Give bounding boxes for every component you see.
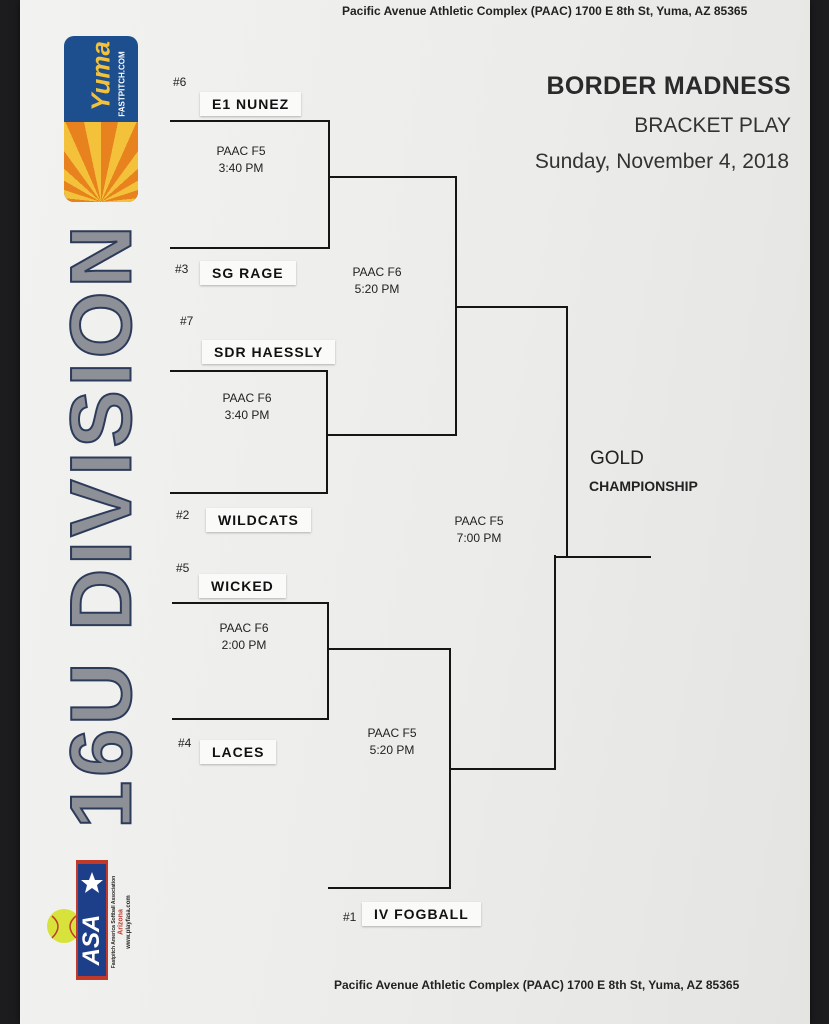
bracket-line — [170, 120, 330, 122]
bracket-line — [327, 602, 329, 720]
bracket-line — [170, 247, 330, 249]
venue-footer: Pacific Avenue Athletic Complex (PAAC) 1… — [334, 978, 740, 992]
bracket-subtitle: BRACKET PLAY — [634, 114, 791, 137]
bracket-line — [329, 648, 451, 650]
asa-letters: ASA — [78, 914, 105, 966]
bracket-line — [554, 555, 556, 770]
bracket-line — [170, 492, 328, 494]
tournament-title: BORDER MADNESS — [546, 72, 791, 100]
bracket-line — [330, 176, 457, 178]
seed-label: #6 — [173, 75, 187, 89]
asa-logo: ASA Fastpitch America Softball Associati… — [44, 850, 134, 990]
championship-label: CHAMPIONSHIP — [589, 478, 698, 494]
asa-name: Fastpitch America Softball Association — [111, 875, 117, 969]
yuma-fastpitch-logo: Yuma FASTPITCH.COM — [64, 36, 138, 202]
team-strip: LACES — [200, 740, 277, 764]
bracket-line — [328, 887, 451, 889]
sun-icon — [64, 122, 138, 202]
bracket-line — [326, 370, 328, 494]
division-label: 16U DIVISION — [53, 220, 151, 829]
logo-subword: FASTPITCH.COM — [117, 51, 127, 117]
bracket-line — [170, 370, 328, 372]
bracket-line — [172, 602, 329, 604]
bracket-sheet — [20, 0, 810, 1024]
bracket-spacer — [558, 306, 560, 770]
bracket-line — [328, 434, 457, 436]
championship-gold-label: GOLD — [590, 448, 644, 469]
team-strip: E1 NUNEZ — [200, 92, 302, 116]
bracket-line — [457, 306, 568, 308]
bracket-line — [172, 718, 329, 720]
seed-label: #5 — [176, 561, 190, 575]
bracket-line — [449, 648, 451, 889]
venue-header: Pacific Avenue Athletic Complex (PAAC) 1… — [342, 4, 748, 18]
bracket-line — [455, 176, 457, 436]
team-strip: SG RAGE — [200, 261, 296, 285]
team-strip: WILDCATS — [206, 508, 311, 532]
championship-line — [556, 556, 651, 558]
seed-label: #1 — [343, 910, 357, 924]
asa-emblem-icon — [47, 860, 108, 980]
seed-label: #2 — [176, 508, 190, 522]
bracket-line — [566, 306, 568, 557]
asa-url: www.playfasa.com — [126, 895, 132, 949]
tournament-date: Sunday, November 4, 2018 — [534, 150, 789, 173]
bracket-line — [451, 768, 556, 770]
seed-label: #4 — [178, 736, 192, 750]
asa-state: Arizona — [117, 909, 125, 935]
team-strip: IV FOGBALL — [362, 902, 481, 926]
logo-word: Yuma — [85, 41, 116, 111]
seed-label: #3 — [175, 262, 189, 276]
team-strip: SDR HAESSLY — [202, 340, 336, 364]
seed-label: #7 — [180, 314, 194, 328]
team-strip: WICKED — [199, 574, 286, 598]
bracket-line — [328, 120, 330, 249]
